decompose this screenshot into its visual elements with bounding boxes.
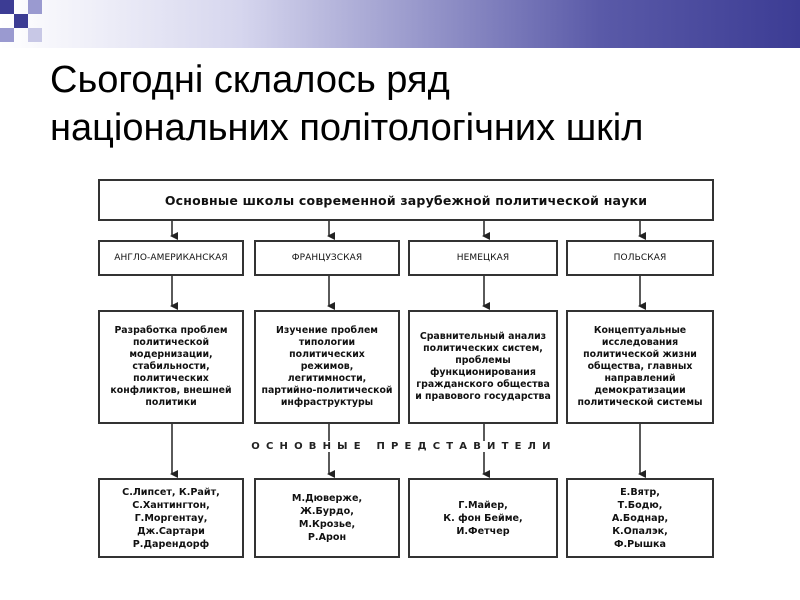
header-decoration-squares (0, 0, 70, 48)
slide-title-line-2: національних політологічних шкіл (50, 107, 644, 149)
school-description-box-french: Изучение проблем типологии политических … (254, 310, 400, 424)
school-name-box-polish: ПОЛЬСКАЯ (566, 240, 714, 276)
school-description-box-german: Сравнительный анализ политических систем… (408, 310, 558, 424)
representatives-box-french: М.Дюверже, Ж.Бурдо, М.Крозье, Р.Арон (254, 478, 400, 558)
slide-title: Сьогодні склалось ряд національних політ… (50, 56, 770, 152)
school-description-box-polish: Концептуальные исследования политической… (566, 310, 714, 424)
slide-title-line-1: Сьогодні склалось ряд (50, 59, 450, 101)
school-name-box-french: ФРАНЦУЗСКАЯ (254, 240, 400, 276)
school-description-box-anglo-american: Разработка проблем политической модерниз… (98, 310, 244, 424)
representatives-box-anglo-american: С.Липсет, К.Райт, С.Хантингтон, Г.Морген… (98, 478, 244, 558)
representatives-label: ОСНОВНЫЕ ПРЕДСТАВИТЕЛИ (234, 441, 574, 452)
header-decoration-bar (0, 0, 800, 48)
representatives-box-german: Г.Майер, К. фон Бейме, И.Фетчер (408, 478, 558, 558)
school-name-box-german: НЕМЕЦКАЯ (408, 240, 558, 276)
school-name-box-anglo-american: АНГЛО-АМЕРИКАНСКАЯ (98, 240, 244, 276)
representatives-box-polish: Е.Вятр, Т.Бодю, А.Боднар, К.Опалэк, Ф.Ры… (566, 478, 714, 558)
main-title-box: Основные школы современной зарубежной по… (98, 179, 714, 221)
